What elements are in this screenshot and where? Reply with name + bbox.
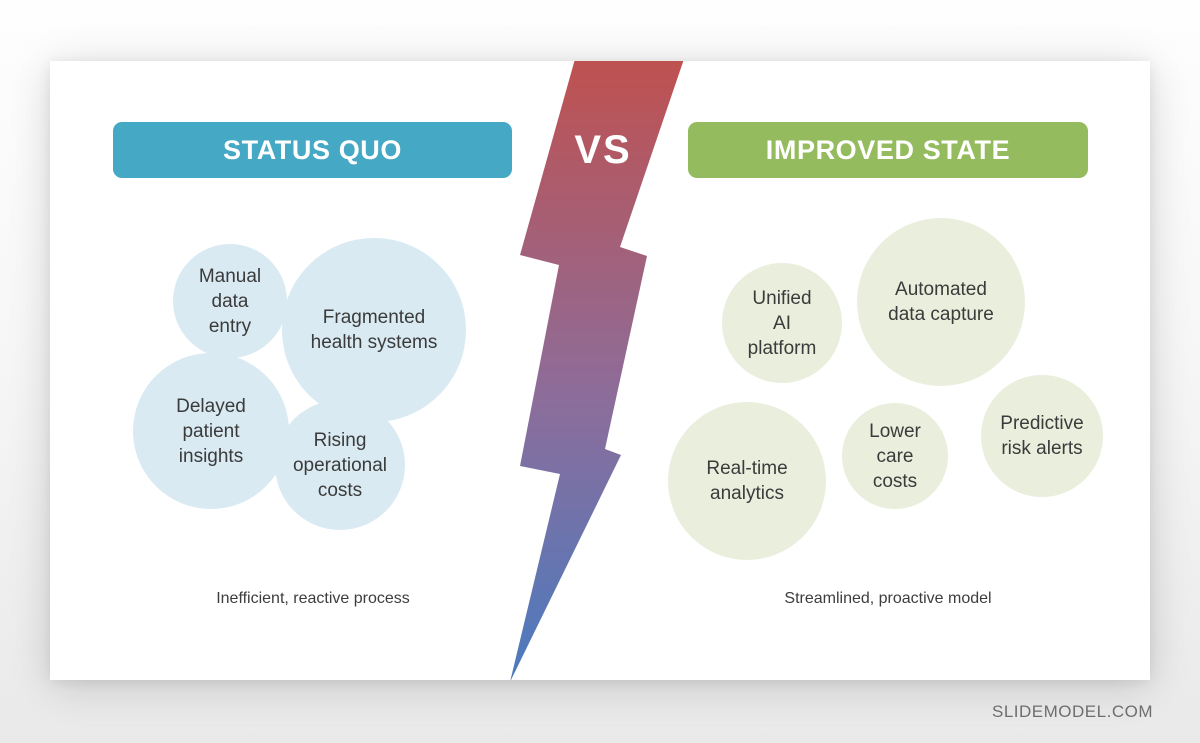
- lightning-bolt-shape: [510, 61, 684, 680]
- slide: STATUS QUO IMPROVED STATE VS Manual data…: [50, 61, 1150, 680]
- slidemodel-watermark: SLIDEMODEL.COM: [992, 702, 1153, 721]
- bubble-delayed-patient-insights: Delayed patient insights: [133, 353, 289, 509]
- vs-label: VS: [574, 127, 632, 172]
- bubble-rising-operational-costs: Rising operational costs: [275, 400, 405, 530]
- bubble-automated-data-capture: Automated data capture: [857, 218, 1025, 386]
- bubble-predictive-risk-alerts: Predictive risk alerts: [981, 375, 1103, 497]
- status-quo-caption: Inefficient, reactive process: [216, 590, 410, 607]
- bubble-manual-data-entry: Manual data entry: [173, 244, 287, 358]
- lightning-bolt: [510, 61, 684, 680]
- bubble-unified-ai-platform: Unified AI platform: [722, 263, 842, 383]
- improved-state-caption: Streamlined, proactive model: [784, 590, 992, 607]
- bubble-fragmented-health-systems: Fragmented health systems: [282, 238, 466, 422]
- bubble-lower-care-costs: Lower care costs: [842, 403, 948, 509]
- improved-state-header: IMPROVED STATE: [688, 122, 1088, 178]
- bubble-real-time-analytics: Real-time analytics: [668, 402, 826, 560]
- status-quo-header: STATUS QUO: [113, 122, 512, 178]
